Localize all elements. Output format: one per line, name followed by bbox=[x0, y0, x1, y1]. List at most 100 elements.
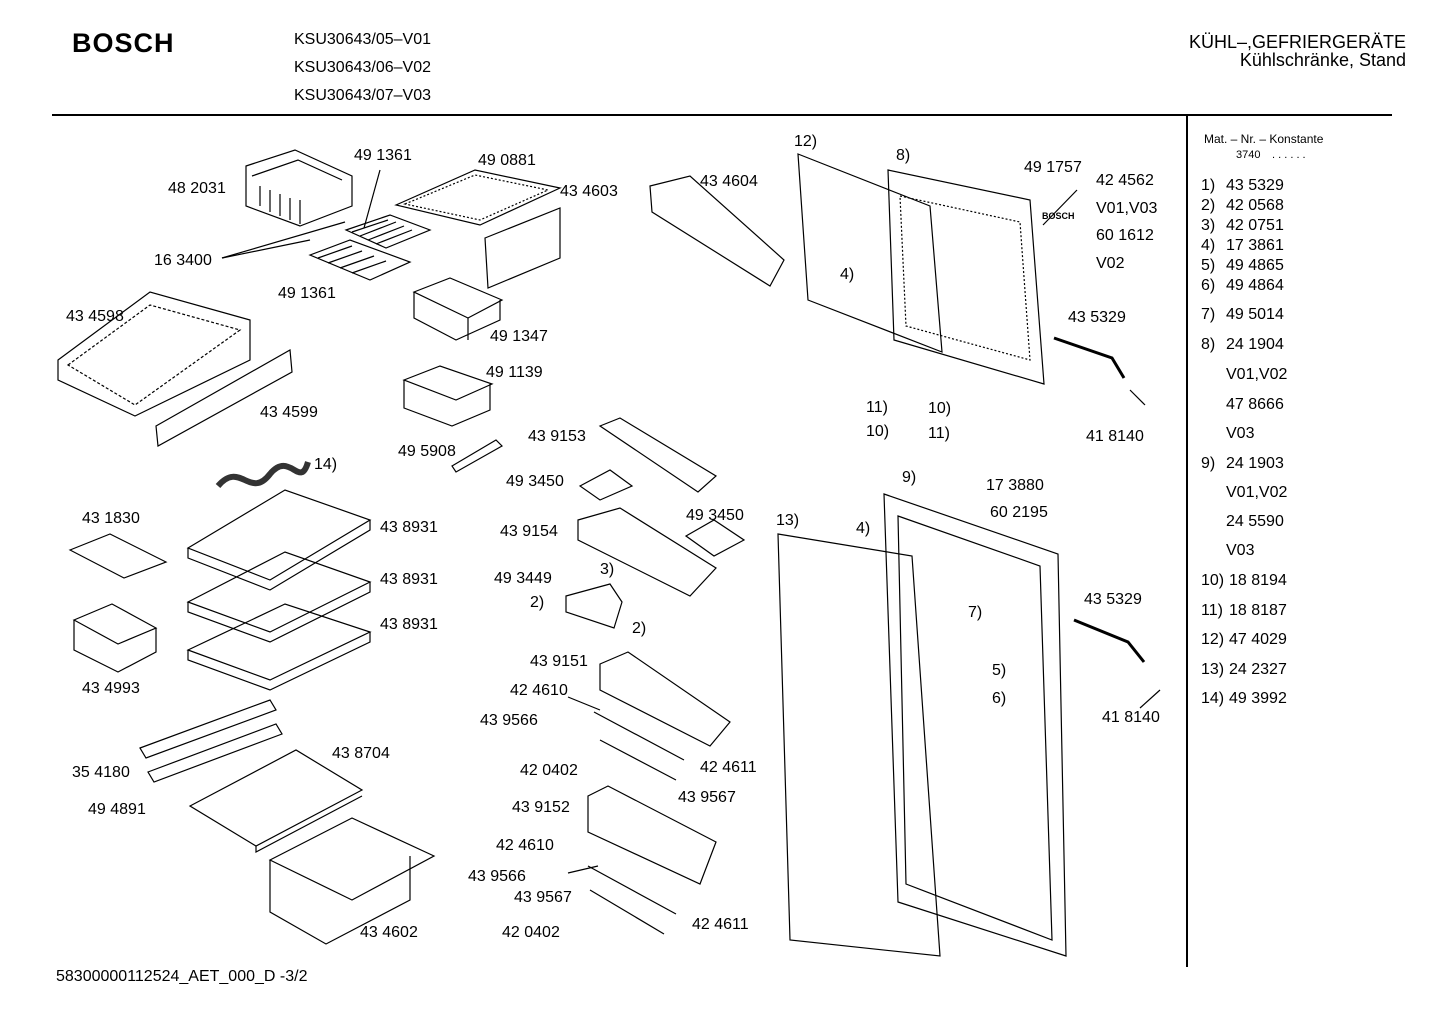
sidebar-entry-key: 7) bbox=[1201, 306, 1216, 323]
part-label: 42 0402 bbox=[520, 762, 578, 779]
door-bin-top bbox=[650, 176, 784, 286]
brand-logo: BOSCH bbox=[72, 28, 175, 58]
part-label: 49 1347 bbox=[490, 328, 548, 345]
part-label: 43 4603 bbox=[560, 183, 618, 200]
part-label: 49 1139 bbox=[486, 364, 543, 381]
sidebar-entry-value: 47 4029 bbox=[1229, 631, 1287, 648]
leader-lines bbox=[222, 170, 1160, 873]
door-bin-upper bbox=[600, 418, 716, 492]
sidebar-entry-value: 43 5329 bbox=[1226, 177, 1284, 194]
part-reference: 5) bbox=[992, 662, 1007, 679]
part-label: 41 8140 bbox=[1102, 709, 1160, 726]
part-label: 49 3450 bbox=[686, 507, 744, 524]
sidebar-entry-value: 47 8666 bbox=[1226, 396, 1284, 413]
flap-part bbox=[566, 584, 622, 628]
sidebar-entry-value: V03 bbox=[1226, 542, 1255, 559]
sidebar-entry-value: 18 8187 bbox=[1229, 602, 1287, 619]
door-handle-lower bbox=[1074, 620, 1144, 662]
part-label: 48 2031 bbox=[168, 180, 226, 197]
model-number: KSU30643/07–V03 bbox=[294, 87, 431, 104]
sidebar-entry-value: 17 3861 bbox=[1226, 237, 1284, 254]
glass-shelf-1 bbox=[188, 490, 370, 590]
sidebar-entry-key: 3) bbox=[1201, 217, 1216, 234]
vent-strips bbox=[140, 700, 282, 782]
logo-badge-label: BOSCH bbox=[1042, 211, 1075, 221]
part-label: 43 9567 bbox=[514, 889, 572, 906]
part-label: 42 0402 bbox=[502, 924, 560, 941]
sidebar-title: Mat. – Nr. – Konstante bbox=[1204, 132, 1324, 146]
model-number: KSU30643/06–V02 bbox=[294, 59, 431, 76]
part-label: 43 8704 bbox=[332, 745, 390, 762]
part-reference: 10) bbox=[928, 400, 952, 417]
part-reference: 9) bbox=[902, 469, 917, 486]
part-label: 49 1361 bbox=[278, 285, 336, 302]
part-reference: 14) bbox=[314, 456, 338, 473]
crisper-box-part bbox=[74, 604, 156, 672]
part-label: 42 4611 bbox=[692, 916, 749, 933]
part-label: 43 9151 bbox=[530, 653, 588, 670]
glass-shelf-2 bbox=[188, 552, 370, 642]
sidebar-entry-value: V03 bbox=[1226, 425, 1255, 442]
egg-tray-lower bbox=[686, 520, 744, 556]
part-reference: 3) bbox=[600, 561, 615, 578]
glass-shelf-3 bbox=[188, 604, 370, 690]
tray-small-part bbox=[70, 534, 166, 578]
sidebar-entry-key: 4) bbox=[1201, 237, 1216, 254]
ice-box-part bbox=[414, 278, 502, 340]
egg-tray-upper bbox=[580, 470, 632, 500]
part-reference: 2) bbox=[632, 620, 647, 637]
sidebar-entry-value: 49 4864 bbox=[1226, 277, 1284, 294]
part-label: 43 9152 bbox=[512, 799, 570, 816]
part-reference: 13) bbox=[776, 512, 800, 529]
sidebar-constant: 3740 bbox=[1236, 149, 1261, 161]
part-label: 43 1830 bbox=[82, 510, 140, 527]
drawer-trim-strip bbox=[156, 350, 292, 446]
door-handle-upper bbox=[1054, 338, 1124, 378]
part-reference: 12) bbox=[794, 133, 818, 150]
fridge-door-gasket bbox=[778, 534, 940, 956]
category-title: KÜHL–,GEFRIERGERÄTE bbox=[1188, 32, 1406, 52]
part-reference: 11) bbox=[928, 425, 950, 442]
part-label: 43 8931 bbox=[380, 519, 438, 536]
small-basket-part bbox=[404, 366, 492, 426]
part-label: 43 5329 bbox=[1068, 309, 1126, 326]
part-label: 42 4562 bbox=[1096, 172, 1154, 189]
part-label: 60 1612 bbox=[1096, 227, 1154, 244]
sidebar-entry-key: 12) bbox=[1201, 631, 1225, 648]
part-label: 43 4993 bbox=[82, 680, 140, 697]
header-divider bbox=[52, 114, 1392, 116]
part-reference: 7) bbox=[968, 604, 983, 621]
part-label: 43 9154 bbox=[500, 523, 558, 540]
part-label: 35 4180 bbox=[72, 764, 130, 781]
part-reference: 2) bbox=[530, 594, 545, 611]
part-label: 49 5908 bbox=[398, 443, 456, 460]
sidebar-entry-key: 8) bbox=[1201, 336, 1216, 353]
document-id: 58300000112524_AET_000_D -3/2 bbox=[56, 968, 308, 985]
sidebar-entry-value: V01,V02 bbox=[1226, 484, 1288, 501]
sidebar-entry-value: 42 0568 bbox=[1226, 197, 1284, 214]
part-label: 43 4604 bbox=[700, 173, 758, 190]
grid-shelf-part bbox=[396, 170, 560, 225]
sidebar-entry-key: 10) bbox=[1201, 572, 1225, 589]
cover-plate-part bbox=[485, 208, 560, 288]
part-label: 43 8931 bbox=[380, 571, 438, 588]
part-label: 42 4610 bbox=[510, 682, 568, 699]
sidebar-entry-key: 1) bbox=[1201, 177, 1216, 194]
sidebar-entry-value: 24 1903 bbox=[1226, 455, 1284, 472]
vegetable-drawer-part bbox=[270, 818, 434, 944]
part-label: 42 4611 bbox=[700, 759, 757, 776]
ice-tray-lower bbox=[310, 240, 410, 280]
part-label: 43 5329 bbox=[1084, 591, 1142, 608]
crisper-cover-part bbox=[190, 750, 362, 852]
part-reference: 4) bbox=[840, 266, 855, 283]
sidebar-entry-value: 49 3992 bbox=[1229, 690, 1287, 707]
sidebar-entry-key: 9) bbox=[1201, 455, 1216, 472]
sidebar-entry-value: V01,V02 bbox=[1226, 366, 1288, 383]
part-label: 60 2195 bbox=[990, 504, 1048, 521]
sidebar-entry-key: 14) bbox=[1201, 690, 1225, 707]
model-number: KSU30643/05–V01 bbox=[294, 31, 431, 48]
sidebar-entry-key: 11) bbox=[1201, 602, 1223, 619]
sidebar-entry-value: 24 5590 bbox=[1226, 513, 1284, 530]
part-label: 43 9567 bbox=[678, 789, 736, 806]
